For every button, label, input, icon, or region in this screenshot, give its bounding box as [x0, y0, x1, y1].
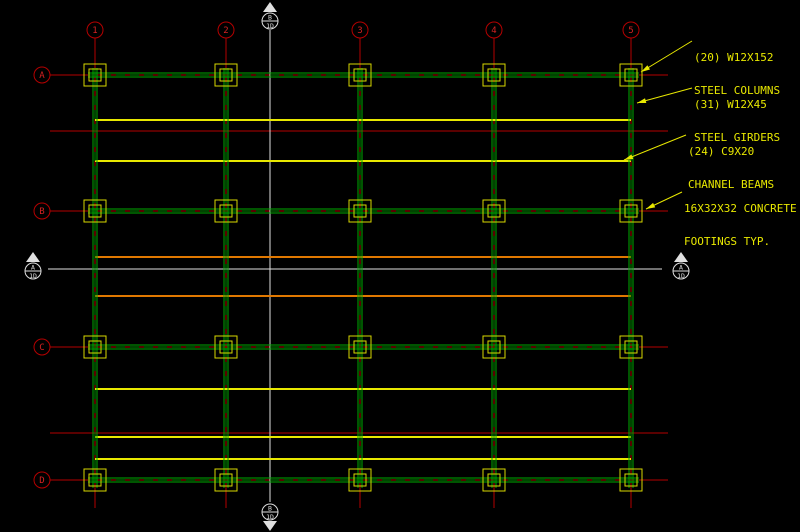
footing-outline: [348, 63, 372, 87]
column-bubble: [86, 21, 104, 39]
column-bubble-label: 1: [92, 26, 97, 36]
column-bubble: [217, 21, 235, 39]
footing-outline: [348, 335, 372, 359]
row-bubble: [33, 471, 51, 489]
leader-arrowhead-icon: [641, 65, 650, 72]
column-bubble-label: 4: [491, 26, 496, 36]
footing-outline: [619, 63, 643, 87]
column-bubble: [622, 21, 640, 39]
column-outline: [219, 473, 233, 487]
column-bubble: [485, 21, 503, 39]
column-outline: [88, 68, 102, 82]
footing-outline: [482, 199, 506, 223]
footing-outline: [214, 199, 238, 223]
annotation-concrete-footings: 16X32X32 CONCRETE FOOTINGS TYP.: [684, 181, 797, 269]
annotation-line: 16X32X32 CONCRETE: [684, 202, 797, 215]
column-outline: [88, 204, 102, 218]
section-marker-bottom-label: 1D: [266, 513, 274, 521]
column-outline: [624, 204, 638, 218]
footing-outline: [619, 335, 643, 359]
column-outline: [487, 340, 501, 354]
section-marker-arrow-icon: [263, 521, 277, 531]
leader-arrowhead-icon: [646, 202, 656, 209]
annotation-line: (24) C9X20: [688, 145, 755, 158]
column-outline: [353, 473, 367, 487]
leader-arrowhead-icon: [624, 154, 634, 160]
section-marker-arrow-icon: [26, 252, 40, 262]
leader-arrowhead-icon: [637, 98, 647, 104]
footing-outline: [83, 468, 107, 492]
footing-outline: [619, 468, 643, 492]
section-marker-top-label: A: [679, 264, 683, 272]
footing-outline: [482, 468, 506, 492]
row-bubble: [33, 66, 51, 84]
column-outline: [353, 204, 367, 218]
column-outline: [219, 204, 233, 218]
column-bubble: [351, 21, 369, 39]
row-bubble: [33, 202, 51, 220]
column-outline: [88, 340, 102, 354]
footing-outline: [214, 468, 238, 492]
column-outline: [219, 68, 233, 82]
column-outline: [353, 340, 367, 354]
leader-line: [636, 87, 693, 104]
annotation-line: CHANNEL BEAMS: [688, 178, 775, 191]
leader-line: [623, 134, 687, 161]
footing-outline: [83, 199, 107, 223]
annotation-channel-beams: (24) C9X20 CHANNEL BEAMS: [688, 124, 774, 212]
footing-outline: [83, 335, 107, 359]
annotation-line: FOOTINGS TYP.: [684, 235, 771, 248]
column-outline: [487, 473, 501, 487]
annotation-line: STEEL GIRDERS: [694, 131, 781, 144]
annotation-steel-columns: (20) W12X152 STEEL COLUMNS: [694, 30, 780, 118]
section-marker-arrow-icon: [674, 252, 688, 262]
column-bubble-label: 3: [357, 26, 362, 36]
column-outline: [88, 473, 102, 487]
row-bubble: [33, 338, 51, 356]
annotation-line: (31) W12X45: [694, 98, 767, 111]
column-outline: [487, 68, 501, 82]
column-bubble-label: 2: [223, 26, 228, 36]
footing-outline: [83, 63, 107, 87]
column-outline: [624, 473, 638, 487]
footing-outline: [482, 63, 506, 87]
column-outline: [353, 68, 367, 82]
section-marker-top-label: A: [31, 264, 35, 272]
footing-outline: [214, 63, 238, 87]
row-bubble-label: A: [39, 71, 45, 81]
column-outline: [219, 340, 233, 354]
column-bubble-label: 5: [628, 26, 633, 36]
row-bubble-label: B: [39, 207, 44, 217]
annotation-line: STEEL COLUMNS: [694, 84, 781, 97]
column-outline: [624, 68, 638, 82]
section-marker-bottom-label: 1D: [29, 272, 37, 280]
section-marker-top-label: B: [268, 505, 272, 513]
annotation-steel-girders: (31) W12X45 STEEL GIRDERS: [694, 77, 780, 165]
footing-outline: [348, 468, 372, 492]
row-bubble-label: D: [39, 476, 44, 486]
column-outline: [487, 204, 501, 218]
footing-outline: [482, 335, 506, 359]
leader-line: [640, 40, 693, 73]
section-marker-top-label: B: [268, 14, 272, 22]
footing-outline: [214, 335, 238, 359]
row-bubble-label: C: [39, 343, 44, 353]
annotation-line: (20) W12X152: [694, 51, 774, 64]
section-marker-bottom-label: 1D: [677, 272, 685, 280]
section-marker-arrow-icon: [263, 2, 277, 12]
column-outline: [624, 340, 638, 354]
footing-outline: [348, 199, 372, 223]
section-marker-bottom-label: 1D: [266, 22, 274, 30]
footing-outline: [619, 199, 643, 223]
